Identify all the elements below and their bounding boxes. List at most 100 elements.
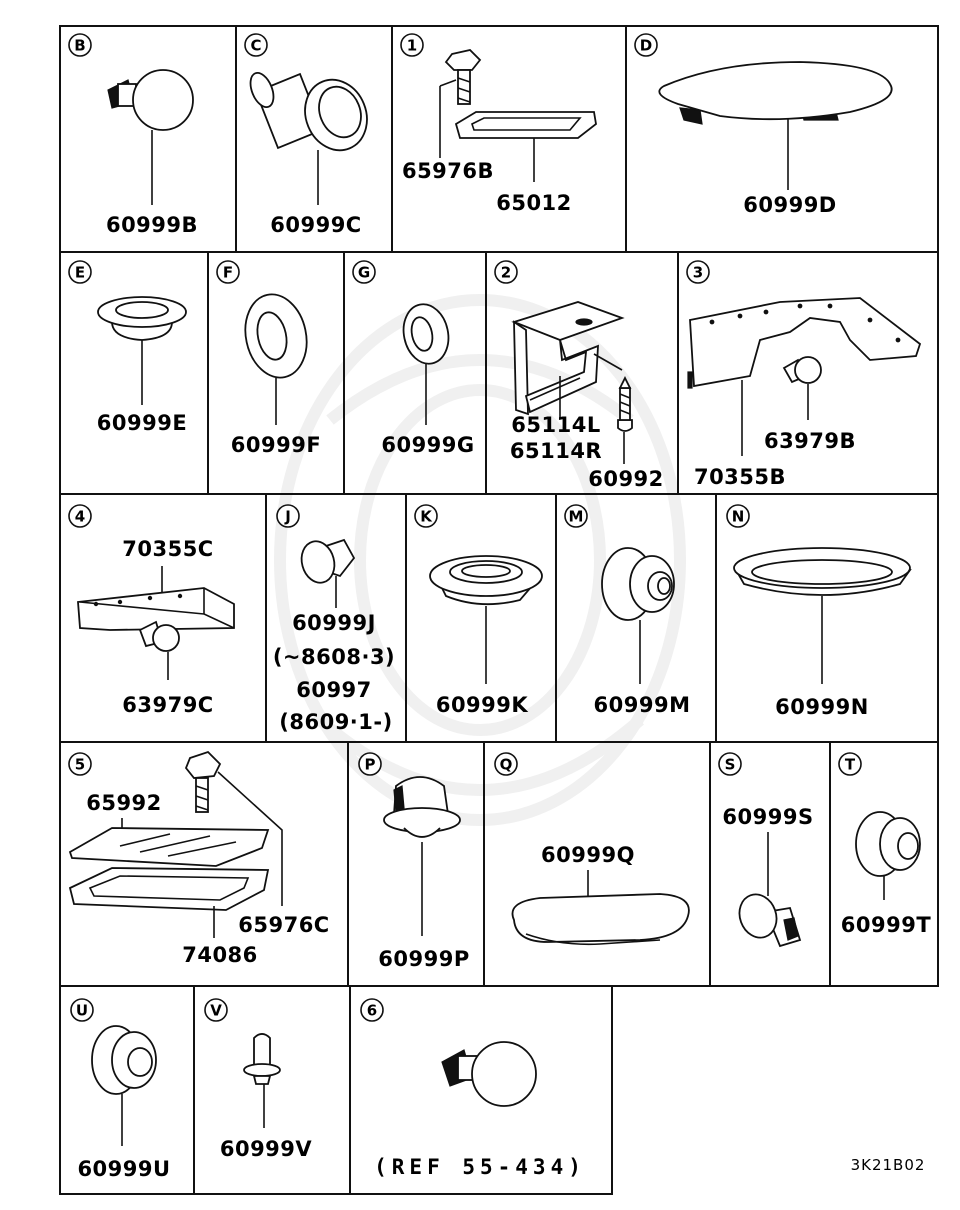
part-70355c-bracket xyxy=(77,587,235,631)
cell-2: 2 65114L 65114R 60992 xyxy=(494,260,664,491)
part-number-74086: 74086 xyxy=(182,943,258,967)
part-number-60999e: 60999E xyxy=(97,411,187,435)
svg-text:C: C xyxy=(250,37,261,55)
cell-n: N 60999N xyxy=(726,504,912,719)
badge-k: K xyxy=(414,504,438,528)
part-number-60999d: 60999D xyxy=(743,193,837,217)
cell-c: C 60999C xyxy=(244,33,368,237)
svg-text:4: 4 xyxy=(75,508,85,526)
cell-j: J 60999J (~8608·3) 60997 (8609·1-) xyxy=(273,504,395,734)
badge-6: 6 xyxy=(360,998,384,1022)
part-60999g-grommet xyxy=(402,303,450,365)
part-60999s-clip xyxy=(738,893,802,948)
badge-u: U xyxy=(70,998,94,1022)
cell-d: D 60999D xyxy=(634,33,893,217)
svg-text:E: E xyxy=(75,264,85,282)
part-60999e-grommet xyxy=(97,296,187,341)
part-number-60999q: 60999Q xyxy=(541,843,635,867)
svg-text:1: 1 xyxy=(407,37,417,55)
part-60999t-grommet xyxy=(855,811,921,877)
part-65976b-bolt xyxy=(444,49,482,105)
svg-text:M: M xyxy=(569,508,584,526)
cell-q: Q 60999Q xyxy=(494,752,690,946)
cell-g: G 60999G xyxy=(352,260,474,457)
part-number-63979b: 63979B xyxy=(764,429,856,453)
part-60999v-clip xyxy=(243,1033,281,1085)
part-number-60999p: 60999P xyxy=(378,947,469,971)
svg-text:U: U xyxy=(76,1002,88,1020)
part-number-60999k: 60999K xyxy=(436,693,529,717)
part-number-65114l: 65114L xyxy=(511,413,600,437)
part-63979c-clip xyxy=(138,620,180,652)
part-number-65992: 65992 xyxy=(86,791,162,815)
part-60999j-clip xyxy=(300,538,356,584)
grid-borders xyxy=(59,25,939,1195)
svg-text:V: V xyxy=(210,1002,222,1020)
cell-5: 5 65992 65976C 74086 xyxy=(68,750,329,967)
svg-text:5: 5 xyxy=(75,756,85,774)
part-number-65012: 65012 xyxy=(496,191,572,215)
badge-g: G xyxy=(352,260,376,284)
cell-1: 1 65976B 65012 xyxy=(400,33,597,215)
part-number-65114r: 65114R xyxy=(510,439,602,463)
badge-5: 5 xyxy=(68,752,92,776)
cell-v: V 60999V xyxy=(204,998,313,1161)
badge-c: C xyxy=(244,33,268,57)
svg-text:Q: Q xyxy=(500,756,513,774)
part-60999d-oval-cover xyxy=(658,61,893,125)
part-number-60999u: 60999U xyxy=(77,1157,170,1181)
badge-s: S xyxy=(718,752,742,776)
part-number-60999f: 60999F xyxy=(231,433,321,457)
badge-m: M xyxy=(564,504,588,528)
cell-b: B 60999B xyxy=(68,33,198,237)
badge-v: V xyxy=(204,998,228,1022)
part-60999m-grommet xyxy=(601,547,675,621)
part-number-60999n: 60999N xyxy=(775,695,869,719)
cell-3: 3 63979B 70355B xyxy=(686,260,922,489)
part-number-60999s: 60999S xyxy=(722,805,813,829)
diagram-code: 3K21B02 xyxy=(851,1156,926,1174)
cell-t: T 60999T xyxy=(838,752,932,937)
part-65114-bracket xyxy=(511,301,625,416)
cell-e: E 60999E xyxy=(68,260,187,435)
cell-m: M 60999M xyxy=(564,504,691,717)
cell-f: F 60999F xyxy=(216,260,321,457)
badge-q: Q xyxy=(494,752,518,776)
svg-text:G: G xyxy=(358,264,370,282)
part-63979b-clip xyxy=(782,356,822,384)
part-number-60999t: 60999T xyxy=(841,913,932,937)
part-60999n-ring xyxy=(733,547,912,596)
badge-p: P xyxy=(358,752,382,776)
part-number-63979c: 63979C xyxy=(122,693,213,717)
svg-text:J: J xyxy=(284,508,291,526)
part-number-65976c: 65976C xyxy=(238,913,329,937)
part-60999p-plug xyxy=(383,776,461,838)
cell-k: K 60999K xyxy=(414,504,543,717)
part-number-60999v: 60999V xyxy=(220,1137,313,1161)
part-74086-gasket xyxy=(68,867,270,911)
part-number-60992: 60992 xyxy=(588,467,664,491)
part-number-70355c: 70355C xyxy=(122,537,213,561)
cell-6: 6 (REF 55-434) xyxy=(360,998,581,1179)
badge-d: D xyxy=(634,33,658,57)
badge-n: N xyxy=(726,504,750,528)
svg-text:3: 3 xyxy=(693,264,703,282)
svg-text:F: F xyxy=(223,264,233,282)
svg-text:T: T xyxy=(845,756,856,774)
svg-text:6: 6 xyxy=(367,1002,377,1020)
badge-e: E xyxy=(68,260,92,284)
date-range-from-8609-1: (8609·1-) xyxy=(279,710,392,734)
badge-2: 2 xyxy=(494,260,518,284)
svg-text:D: D xyxy=(640,37,652,55)
svg-text:K: K xyxy=(420,508,433,526)
part-number-60999g: 60999G xyxy=(381,433,474,457)
part-number-60999j: 60999J xyxy=(292,611,376,635)
svg-text:2: 2 xyxy=(501,264,511,282)
part-65012-plate xyxy=(454,111,597,139)
part-number-60999m: 60999M xyxy=(594,693,691,717)
badge-t: T xyxy=(838,752,862,776)
part-60999c-plug xyxy=(249,71,368,152)
cell-s: S 60999S xyxy=(718,752,813,948)
badge-b: B xyxy=(68,33,92,57)
